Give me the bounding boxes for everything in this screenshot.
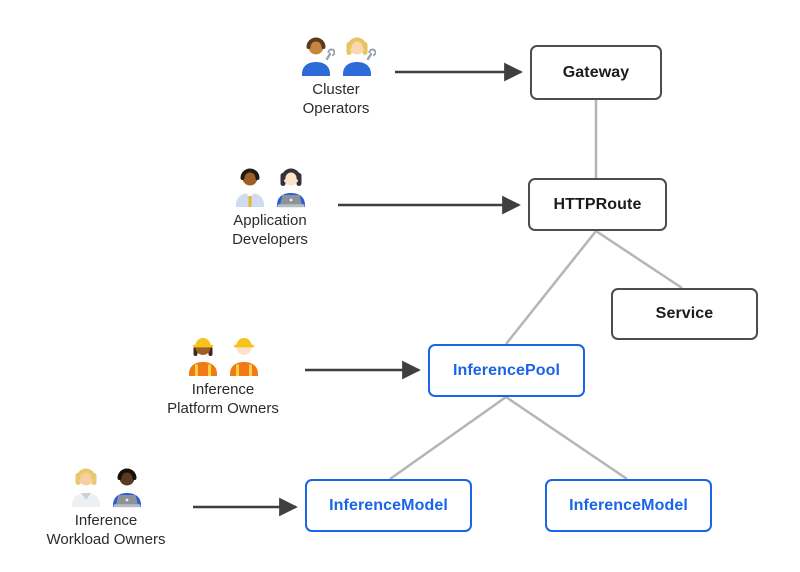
node-service: Service (611, 288, 758, 340)
man-mechanic-emoji-icon (301, 37, 335, 76)
edge-inferencepool-inferencemodel-left (389, 395, 507, 481)
actor-inference-platform-owners: Inference Platform Owners (133, 335, 313, 418)
actor-icons (180, 166, 360, 208)
actor-label-line2: Platform Owners (167, 400, 279, 417)
actor-icons (246, 35, 426, 77)
actor-label: Inference Platform Owners (133, 380, 313, 418)
man-construction-worker-emoji-icon (229, 338, 258, 376)
edge-httproute-service (595, 229, 683, 290)
actor-label-line1: Inference (74, 512, 138, 529)
woman-construction-worker-emoji-icon (188, 338, 217, 376)
actor-label-line2: Developers (232, 231, 308, 248)
actor-cluster-operators: Cluster Operators (246, 35, 426, 118)
actor-icons (16, 466, 196, 508)
actor-icons (133, 335, 313, 377)
actor-label-line1: Inference (191, 381, 255, 398)
man-office-worker-emoji-icon (235, 168, 264, 207)
woman-mechanic-emoji-icon (342, 37, 376, 76)
actor-label-line2: Workload Owners (46, 531, 166, 548)
actor-label: Inference Workload Owners (16, 511, 196, 549)
node-gateway: Gateway (530, 45, 662, 100)
actor-application-developers: Application Developers (180, 166, 360, 249)
node-inferencepool: InferencePool (428, 344, 585, 397)
node-inferencemodel-left: InferenceModel (305, 479, 472, 532)
actor-inference-workload-owners: Inference Workload Owners (16, 466, 196, 549)
actor-label-line2: Operators (302, 100, 370, 117)
actor-label-line1: Cluster (312, 81, 360, 98)
person-scientist-emoji-icon (71, 468, 100, 507)
woman-technologist-emoji-icon (276, 168, 305, 208)
node-httproute: HTTPRoute (528, 178, 667, 231)
node-inferencemodel-right: InferenceModel (545, 479, 712, 532)
actor-label: Application Developers (180, 211, 360, 249)
man-technologist-emoji-icon (112, 468, 141, 508)
edge-inferencepool-inferencemodel-right (505, 395, 628, 481)
edge-httproute-inferencepool (505, 230, 597, 345)
actor-label-line1: Application (233, 212, 307, 229)
actor-label: Cluster Operators (246, 80, 426, 118)
